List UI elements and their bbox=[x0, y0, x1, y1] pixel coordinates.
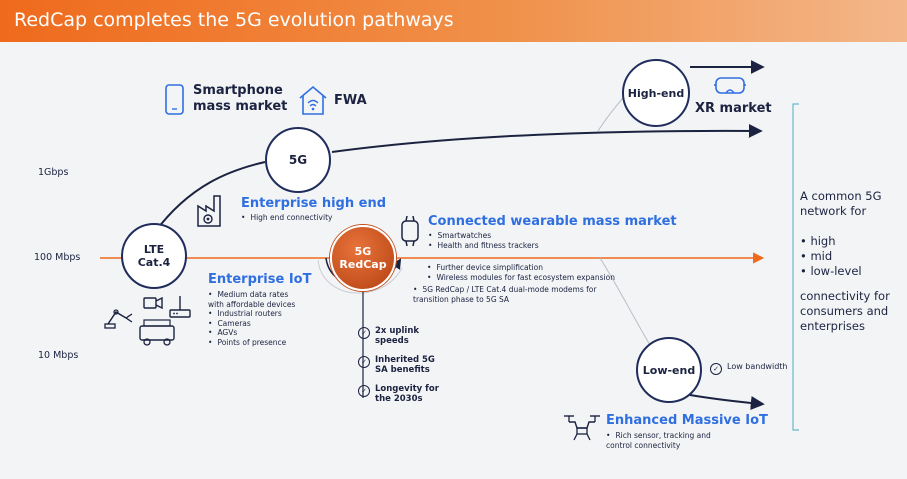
wearable-title: Connected wearable mass market bbox=[428, 214, 677, 229]
low-bandwidth-note: ✓ Low bandwidth bbox=[710, 362, 787, 375]
check-icon: ✓ bbox=[358, 356, 370, 368]
redcap-features-a: Further device simplification Wireless m… bbox=[427, 263, 615, 282]
axis-label-100mbps: 100 Mbps bbox=[34, 252, 81, 263]
benefit-longevity: ✓ Longevity for the 2030s bbox=[358, 384, 439, 404]
home-wifi-icon bbox=[299, 85, 327, 115]
check-icon: ✓ bbox=[710, 363, 722, 375]
list-item: Industrial routers bbox=[208, 309, 306, 319]
benefit-inherited: ✓ Inherited 5G SA benefits bbox=[358, 355, 435, 375]
drone-icon bbox=[564, 415, 600, 441]
list-item: 5G RedCap / LTE Cat.4 dual-mode modems f… bbox=[413, 285, 598, 304]
node-5g: 5G bbox=[265, 127, 331, 193]
segment-xr-market: XR market bbox=[695, 101, 772, 116]
node-low-end: Low-end bbox=[636, 337, 702, 403]
massive-iot-title: Enhanced Massive IoT bbox=[606, 413, 768, 428]
check-icon: ✓ bbox=[358, 385, 370, 397]
list-item: AGVs bbox=[208, 328, 306, 338]
highend-branch bbox=[597, 95, 625, 132]
header-bar: RedCap completes the 5G evolution pathwa… bbox=[0, 0, 907, 42]
benefit-uplink: ✓ 2x uplink speeds bbox=[358, 326, 419, 346]
smartwatch-icon bbox=[401, 215, 419, 247]
vr-headset-icon bbox=[714, 77, 746, 94]
list-item: Wireless modules for fast ecosystem expa… bbox=[427, 273, 615, 283]
redcap-features-b: 5G RedCap / LTE Cat.4 dual-mode modems f… bbox=[413, 285, 598, 304]
enterprise-high-end-title: Enterprise high end bbox=[241, 196, 387, 211]
enterprise-iot-bullets: Medium data rates with affordable device… bbox=[208, 290, 306, 347]
list-item: • mid bbox=[800, 249, 833, 263]
enterprise-iot-title: Enterprise IoT bbox=[208, 272, 312, 287]
massive-iot-bullets: Rich sensor, tracking and control connec… bbox=[606, 431, 716, 450]
wearable-bullets: Smartwatches Health and fitness trackers bbox=[428, 231, 539, 251]
5g-main-curve bbox=[331, 123, 763, 153]
lowend-arrow bbox=[689, 394, 765, 410]
node-high-end: High-end bbox=[622, 59, 690, 127]
list-item: Cameras bbox=[208, 319, 306, 329]
axis-label-10mbps: 10 Mbps bbox=[38, 350, 79, 361]
list-item: Points of presence bbox=[208, 338, 306, 348]
list-item: • low-level bbox=[800, 264, 862, 278]
industrial-devices-icon bbox=[104, 296, 191, 346]
list-item: Health and fitness trackers bbox=[428, 241, 538, 251]
side-outro: connectivity for consumers and enterpris… bbox=[800, 289, 890, 333]
enterprise-high-end-bullets: High end connectivity bbox=[241, 213, 332, 223]
smartphone-icon bbox=[165, 84, 184, 115]
side-intro: A common 5G network for bbox=[800, 189, 882, 218]
list-item: High end connectivity bbox=[241, 213, 332, 223]
segment-smartphone: Smartphone mass market bbox=[193, 83, 288, 114]
axis-label-1gbps: 1Gbps bbox=[38, 167, 69, 178]
list-item: Rich sensor, tracking and control connec… bbox=[606, 431, 716, 450]
side-bracket bbox=[792, 103, 799, 431]
node-5g-redcap: 5G RedCap bbox=[330, 225, 396, 291]
list-item: Further device simplification bbox=[427, 263, 615, 273]
page-title: RedCap completes the 5G evolution pathwa… bbox=[14, 9, 454, 31]
check-icon: ✓ bbox=[358, 327, 370, 339]
list-item: Medium data rates with affordable device… bbox=[208, 290, 306, 309]
lte-to-5g-curve bbox=[154, 161, 266, 233]
segment-fwa: FWA bbox=[334, 93, 367, 108]
side-levels: • high • mid • low-level bbox=[800, 234, 862, 279]
list-item: Smartwatches bbox=[428, 231, 539, 241]
node-lte-cat4: LTE Cat.4 bbox=[121, 223, 187, 289]
factory-gear-icon bbox=[197, 195, 221, 227]
list-item: • high bbox=[800, 234, 836, 248]
